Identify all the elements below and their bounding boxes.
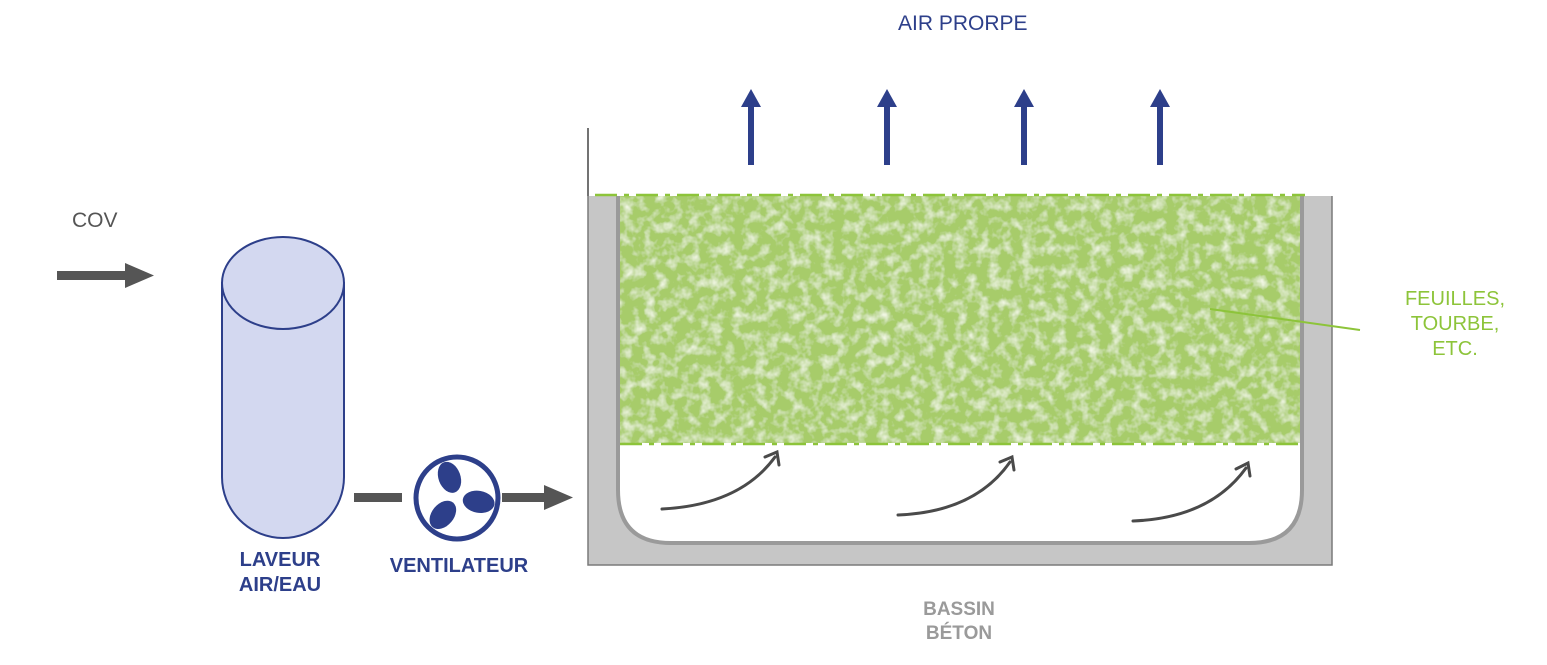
biofilter-media [620,196,1300,443]
basin-label-line1: BASSIN [923,599,995,620]
clean-air-arrow [1150,89,1170,165]
plenum-airflow-arrows [660,449,1252,523]
scrubber-label-line2: AIR/EAU [238,574,322,596]
media-label-line1: FEUILLES, [1404,288,1506,310]
concrete-basin [587,128,1333,566]
clean-air-arrows [741,89,1170,165]
airflow-arrowhead [1234,460,1252,478]
basin-label: BASSIN BÉTON [903,598,1015,646]
airflow-arrowhead [998,454,1016,472]
clean-air-arrow [877,89,897,165]
media-label-line2: TOURBE, [1410,313,1500,335]
clean-air-arrow [741,89,761,165]
basin-label-line2: BÉTON [925,622,993,644]
media-label: FEUILLES, TOURBE, ETC. [1388,287,1522,362]
scrubber-label: LAVEUR AIR/EAU [222,548,338,598]
fan-label: VENTILATEUR [389,555,529,577]
clean-air-arrow [1014,89,1034,165]
cov-label: COV [72,209,118,232]
media-label-line3: ETC. [1432,338,1478,360]
scrubber-label-line1: LAVEUR [239,549,321,571]
airflow-arrow [660,455,777,511]
airflow-arrowhead [763,449,781,467]
airflow-arrow [1131,466,1248,523]
scrubber-tank [221,236,345,539]
cov-inlet-arrow [57,263,154,288]
fan-icon [413,454,501,542]
media-leader-line [1209,308,1361,331]
scrubber-fan-connector [354,493,402,502]
airflow-arrow [896,460,1012,517]
clean-air-label: AIR PRORPE [898,12,1028,35]
fan-basin-arrow [502,485,573,510]
